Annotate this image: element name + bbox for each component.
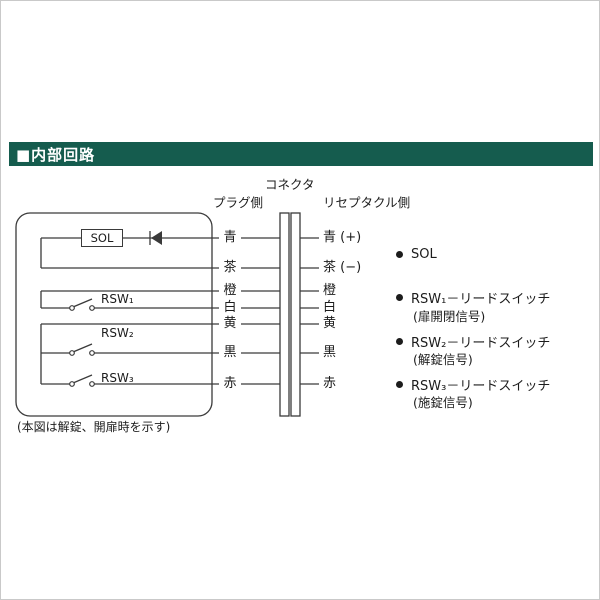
- sol-circuit: [40, 237, 219, 269]
- section-title: ■内部回路: [16, 145, 96, 164]
- rsw1-label: RSW₁: [101, 292, 134, 306]
- legend-item-sol: SOL: [396, 246, 437, 262]
- wire-label-brown-left: 茶: [223, 260, 237, 275]
- wire-stubs: [241, 237, 319, 385]
- legend-item-rsw3: RSW₃－リードスイッチ: [396, 377, 551, 394]
- legend-sub-rsw1: (扉開閉信号): [413, 309, 486, 324]
- rsw3-label: RSW₃: [101, 371, 134, 385]
- bullet-icon: [396, 293, 403, 301]
- wire-label-yellow-right: 黄: [323, 316, 337, 331]
- legend-label: RSW₃－リードスイッチ: [411, 378, 551, 394]
- wire-label-white-right: 白: [323, 300, 337, 315]
- legend-label: SOL: [411, 246, 437, 262]
- rsw1-switch: [41, 298, 219, 311]
- legend-item-rsw2: RSW₂－リードスイッチ: [396, 334, 551, 351]
- legend-sub-rsw2: (解錠信号): [413, 352, 473, 367]
- connector-label: コネクタ: [265, 177, 315, 192]
- legend-label: RSW₂－リードスイッチ: [411, 335, 551, 351]
- legend-label: RSW₁－リードスイッチ: [411, 291, 551, 307]
- rsw3-switch: [41, 374, 219, 387]
- wire-label-white-left: 白: [223, 300, 237, 315]
- connector-bars: [279, 212, 301, 417]
- wire-label-black-right: 黒: [323, 345, 337, 360]
- diagram-note: (本図は解錠、開扉時を示す): [17, 420, 171, 434]
- legend-sub-rsw3: (施錠信号): [413, 395, 473, 410]
- wire-label-blue-right: 青 (+): [323, 230, 362, 245]
- component-box: [15, 212, 213, 417]
- wire-label-orange-left: 橙: [223, 283, 237, 298]
- section-header: ■内部回路: [9, 142, 593, 166]
- receptacle-side-label: リセプタクル側: [323, 195, 411, 210]
- bullet-icon: [396, 380, 403, 388]
- wire-label-black-left: 黒: [223, 345, 237, 360]
- rsw2-switch: [41, 343, 219, 356]
- wire-label-yellow-left: 黄: [223, 316, 237, 331]
- rsw2-label: RSW₂: [101, 326, 134, 340]
- wire-label-blue-left: 青: [223, 230, 237, 245]
- plug-side-label: プラグ側: [213, 195, 264, 210]
- legend-item-rsw1: RSW₁－リードスイッチ: [396, 290, 551, 307]
- wire-label-orange-right: 橙: [323, 283, 337, 298]
- wire-label-red-right: 赤: [323, 376, 337, 391]
- bullet-icon: [396, 250, 403, 258]
- bullet-icon: [396, 337, 403, 345]
- wire-label-brown-right: 茶 (−): [323, 260, 362, 275]
- sol-component: SOL: [81, 229, 123, 247]
- wire-label-red-left: 赤: [223, 376, 237, 391]
- diode-icon: [149, 231, 162, 245]
